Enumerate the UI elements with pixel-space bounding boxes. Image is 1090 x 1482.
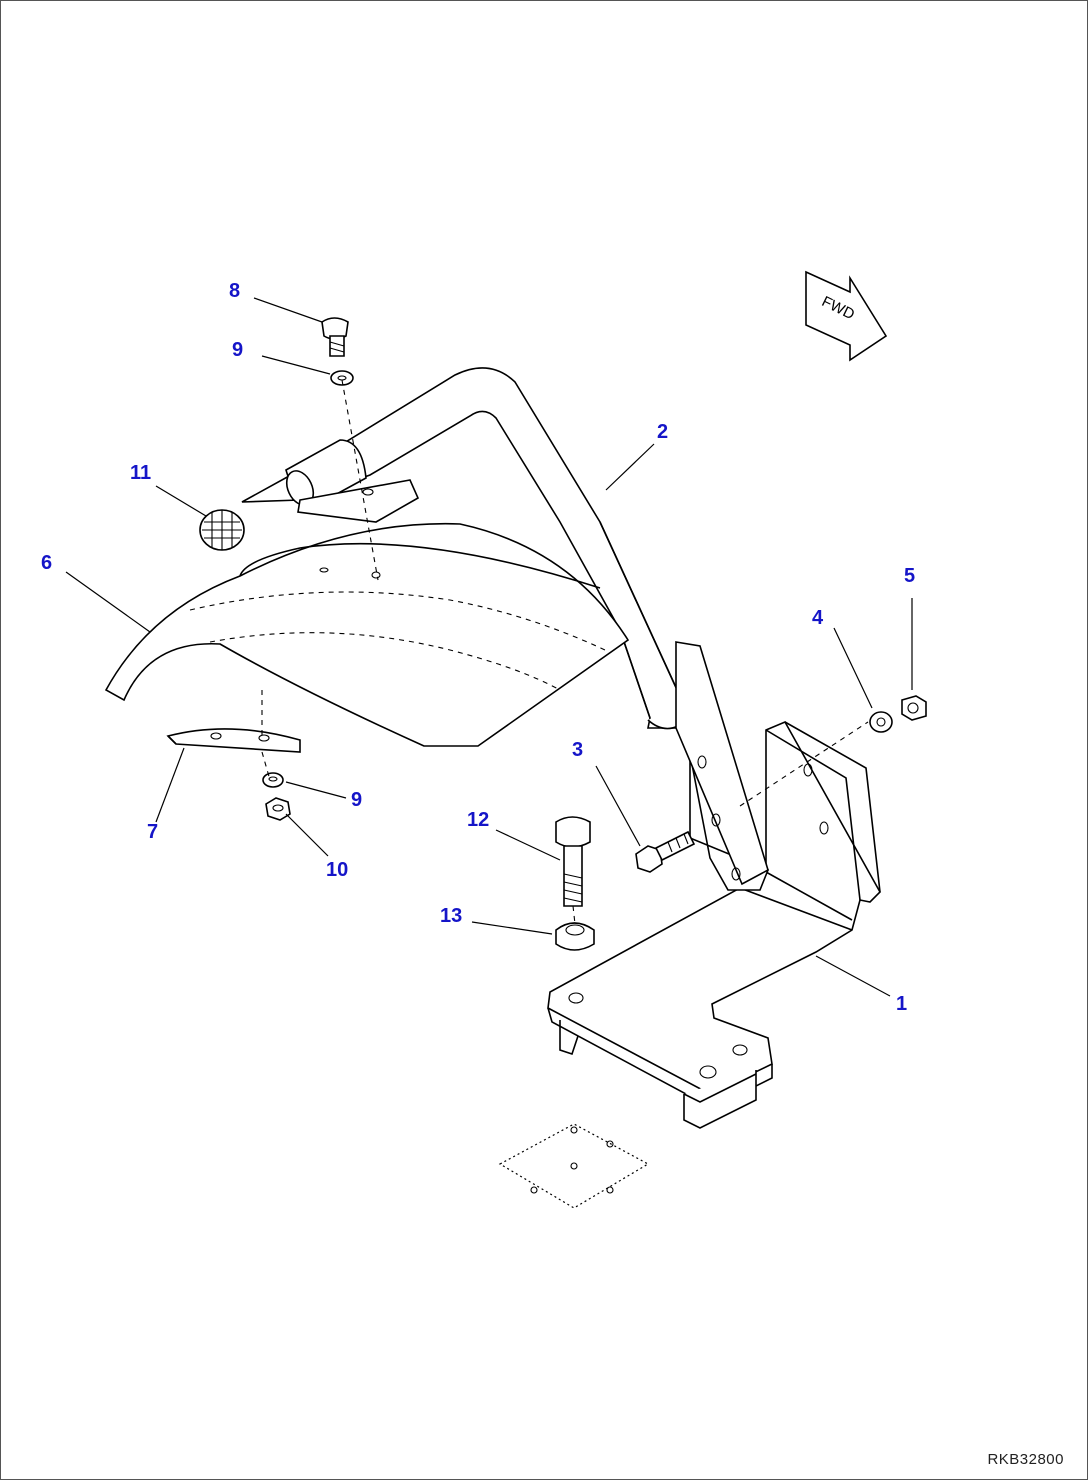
part-6-fender (104, 522, 630, 747)
drawing-code: RKB32800 (987, 1451, 1064, 1468)
callout-4: 4 (812, 607, 824, 629)
callout-7: 7 (147, 821, 158, 843)
callout-1: 1 (896, 993, 907, 1015)
part-12-bolt (555, 816, 591, 907)
callout-2: 2 (657, 421, 668, 443)
part-1-base-bracket (547, 720, 881, 1129)
callout-9-top: 9 (232, 339, 243, 361)
part-10-nut (265, 797, 291, 821)
callout-13: 13 (440, 905, 462, 927)
part-5-nut (901, 695, 927, 721)
callout-11: 11 (130, 462, 151, 484)
part-4-washer (869, 711, 893, 733)
leader-lines (65, 297, 913, 997)
fwd-arrow-icon: FWD (805, 270, 888, 362)
centerline-bolt-12 (572, 905, 576, 925)
part-13-washer (555, 922, 595, 951)
callout-5: 5 (904, 565, 915, 587)
centerline-fender-mount (261, 690, 271, 781)
callout-9-lower: 9 (351, 789, 362, 811)
part-11-lamp-lens (199, 509, 245, 551)
part-7-plate (166, 728, 301, 753)
part-3-bolt (635, 830, 696, 873)
phantom-mounting-plate (498, 1123, 650, 1209)
part-8-bolt (321, 317, 349, 357)
centerline-bolt-8 (341, 379, 379, 581)
callout-12: 12 (467, 809, 489, 831)
part-9-washer-lower (262, 772, 284, 788)
part-9-washer-top (330, 370, 354, 386)
callout-3: 3 (572, 739, 583, 761)
callout-10: 10 (326, 859, 348, 881)
part-2-handrail (241, 367, 770, 891)
callout-6: 6 (41, 552, 52, 574)
callout-8: 8 (229, 280, 240, 302)
